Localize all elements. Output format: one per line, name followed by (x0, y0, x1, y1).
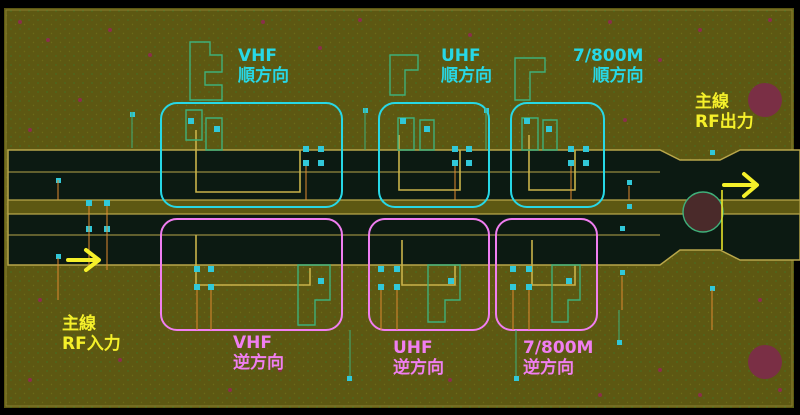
mount-pad-bottom-right (748, 345, 782, 379)
label-uhf-forward-dir: 順方向 (441, 66, 492, 86)
label-uhf-reverse-band: UHF (393, 338, 433, 358)
output-arrow-icon (722, 172, 759, 198)
label-vhf-reverse-band: VHF (233, 333, 272, 353)
label-vhf-reverse-dir: 逆方向 (233, 353, 284, 373)
label-main-input-line2: RF入力 (62, 334, 121, 354)
label-m800-reverse-dir: 逆方向 (523, 358, 574, 378)
components (56, 108, 715, 381)
label-uhf-forward: UHF 順方向 (441, 46, 492, 86)
vias (18, 18, 782, 397)
label-main-input-line1: 主線 (62, 314, 96, 334)
label-uhf-forward-band: UHF (441, 46, 481, 66)
uhf-reverse-box (368, 218, 490, 331)
mount-pad-top-right (748, 83, 782, 117)
label-m800-forward: 7/800M 順方向 (573, 46, 643, 86)
label-uhf-reverse: UHF 逆方向 (393, 338, 444, 378)
label-main-output: 主線 RF出力 (695, 92, 754, 132)
label-m800-reverse-band: 7/800M (523, 338, 594, 358)
label-vhf-reverse: VHF 逆方向 (233, 333, 284, 373)
label-uhf-reverse-dir: 逆方向 (393, 358, 444, 378)
label-main-output-line1: 主線 (695, 92, 729, 112)
m800-forward-box (510, 102, 605, 208)
label-vhf-forward-band: VHF (238, 46, 277, 66)
label-main-output-line2: RF出力 (695, 112, 754, 132)
uhf-forward-box (378, 102, 490, 208)
m800-reverse-box (495, 218, 598, 331)
output-connector-ring (682, 191, 724, 233)
label-vhf-forward: VHF 順方向 (238, 46, 289, 86)
label-main-input: 主線 RF入力 (62, 314, 121, 354)
marker-lines (131, 108, 620, 376)
vhf-reverse-box (160, 218, 343, 331)
input-arrow-icon (66, 248, 101, 272)
label-vhf-forward-dir: 順方向 (238, 66, 289, 86)
label-m800-forward-band: 7/800M (573, 46, 644, 66)
label-m800-forward-dir: 順方向 (592, 66, 644, 86)
vhf-forward-box (160, 102, 343, 208)
part-outlines (185, 41, 581, 326)
label-m800-reverse: 7/800M 逆方向 (523, 338, 593, 378)
